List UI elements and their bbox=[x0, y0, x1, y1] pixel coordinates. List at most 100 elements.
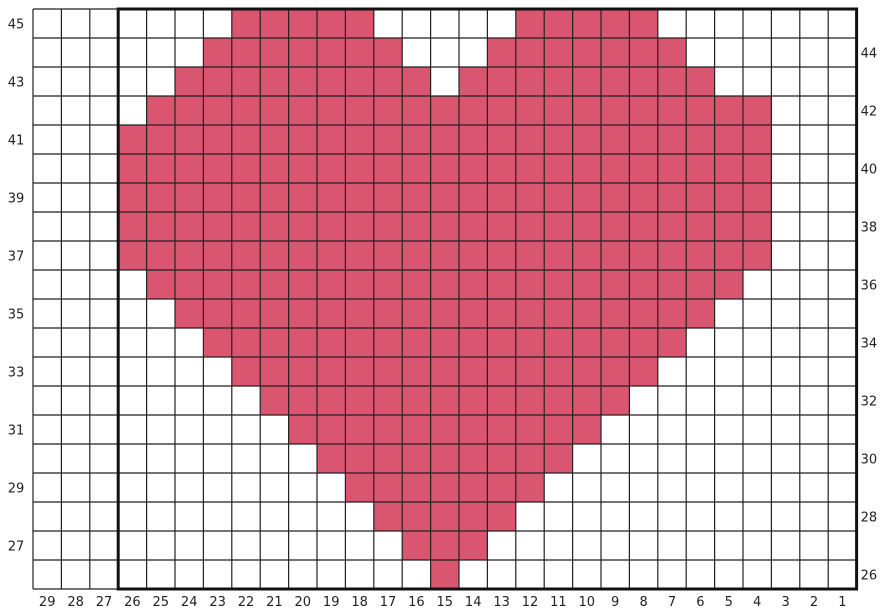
empty-cell bbox=[828, 357, 856, 386]
heart-cell bbox=[629, 183, 657, 212]
heart-cell bbox=[317, 241, 345, 270]
empty-cell bbox=[33, 38, 61, 67]
heart-cell bbox=[459, 212, 487, 241]
heart-cell bbox=[516, 241, 544, 270]
empty-cell bbox=[629, 473, 657, 502]
row-label-left: 33 bbox=[8, 366, 25, 381]
heart-cell bbox=[573, 96, 601, 125]
heart-cell bbox=[573, 212, 601, 241]
column-label: 24 bbox=[181, 595, 198, 609]
heart-cell bbox=[544, 96, 572, 125]
column-label: 18 bbox=[351, 595, 368, 609]
row-label-right: 42 bbox=[861, 105, 878, 120]
empty-cell bbox=[771, 241, 799, 270]
empty-cell bbox=[658, 531, 686, 560]
empty-cell bbox=[147, 38, 175, 67]
heart-cell bbox=[345, 386, 373, 415]
empty-cell bbox=[800, 38, 828, 67]
empty-cell bbox=[743, 299, 771, 328]
heart-cell bbox=[260, 38, 288, 67]
empty-cell bbox=[232, 560, 260, 589]
empty-cell bbox=[61, 473, 89, 502]
heart-cell bbox=[516, 96, 544, 125]
column-label: 29 bbox=[39, 595, 56, 609]
empty-cell bbox=[33, 154, 61, 183]
heart-cell bbox=[544, 444, 572, 473]
empty-cell bbox=[33, 96, 61, 125]
empty-cell bbox=[601, 444, 629, 473]
empty-cell bbox=[118, 299, 146, 328]
empty-cell bbox=[232, 531, 260, 560]
empty-cell bbox=[715, 502, 743, 531]
heart-cell bbox=[402, 444, 430, 473]
heart-cell bbox=[203, 299, 231, 328]
heart-cell bbox=[544, 299, 572, 328]
heart-cell bbox=[147, 241, 175, 270]
heart-cell bbox=[487, 270, 515, 299]
heart-cell bbox=[147, 183, 175, 212]
row-label-right: 40 bbox=[861, 163, 878, 178]
empty-cell bbox=[715, 38, 743, 67]
empty-cell bbox=[90, 473, 118, 502]
empty-cell bbox=[800, 299, 828, 328]
heart-cell bbox=[487, 38, 515, 67]
heart-cell bbox=[431, 415, 459, 444]
empty-cell bbox=[800, 386, 828, 415]
heart-cell bbox=[516, 154, 544, 183]
heart-cell bbox=[743, 241, 771, 270]
heart-cell bbox=[289, 154, 317, 183]
empty-cell bbox=[33, 183, 61, 212]
empty-cell bbox=[516, 560, 544, 589]
empty-cell bbox=[402, 38, 430, 67]
heart-cell bbox=[544, 67, 572, 96]
heart-cell bbox=[516, 444, 544, 473]
heart-cell bbox=[573, 415, 601, 444]
empty-cell bbox=[715, 386, 743, 415]
heart-cell bbox=[743, 125, 771, 154]
heart-cell bbox=[317, 183, 345, 212]
heart-cell bbox=[686, 183, 714, 212]
empty-cell bbox=[33, 67, 61, 96]
empty-cell bbox=[686, 531, 714, 560]
empty-cell bbox=[459, 9, 487, 38]
heart-cell bbox=[260, 183, 288, 212]
heart-cell bbox=[402, 502, 430, 531]
empty-cell bbox=[203, 357, 231, 386]
heart-cell bbox=[573, 67, 601, 96]
heart-cell bbox=[487, 328, 515, 357]
row-label-left: 35 bbox=[8, 308, 25, 323]
heart-cell bbox=[459, 125, 487, 154]
heart-cell bbox=[232, 299, 260, 328]
heart-cell bbox=[232, 357, 260, 386]
empty-cell bbox=[629, 444, 657, 473]
heart-cell bbox=[544, 241, 572, 270]
empty-cell bbox=[175, 473, 203, 502]
heart-cell bbox=[459, 415, 487, 444]
heart-cell bbox=[232, 96, 260, 125]
heart-cell bbox=[629, 67, 657, 96]
empty-cell bbox=[800, 125, 828, 154]
heart-cell bbox=[544, 212, 572, 241]
heart-cell bbox=[374, 299, 402, 328]
heart-cell bbox=[487, 444, 515, 473]
heart-cell bbox=[232, 38, 260, 67]
heart-cell bbox=[317, 415, 345, 444]
empty-cell bbox=[771, 357, 799, 386]
column-label: 25 bbox=[153, 595, 170, 609]
empty-cell bbox=[771, 386, 799, 415]
empty-cell bbox=[715, 415, 743, 444]
heart-cell bbox=[629, 241, 657, 270]
row-label-left: 27 bbox=[8, 540, 25, 555]
heart-cell bbox=[345, 67, 373, 96]
heart-cell bbox=[317, 154, 345, 183]
heart-cell bbox=[601, 38, 629, 67]
empty-cell bbox=[800, 357, 828, 386]
heart-cell bbox=[260, 386, 288, 415]
heart-cell bbox=[431, 96, 459, 125]
heart-cell bbox=[402, 183, 430, 212]
empty-cell bbox=[828, 299, 856, 328]
empty-cell bbox=[33, 560, 61, 589]
heart-cell bbox=[658, 154, 686, 183]
heart-cell bbox=[374, 96, 402, 125]
heart-cell bbox=[686, 67, 714, 96]
